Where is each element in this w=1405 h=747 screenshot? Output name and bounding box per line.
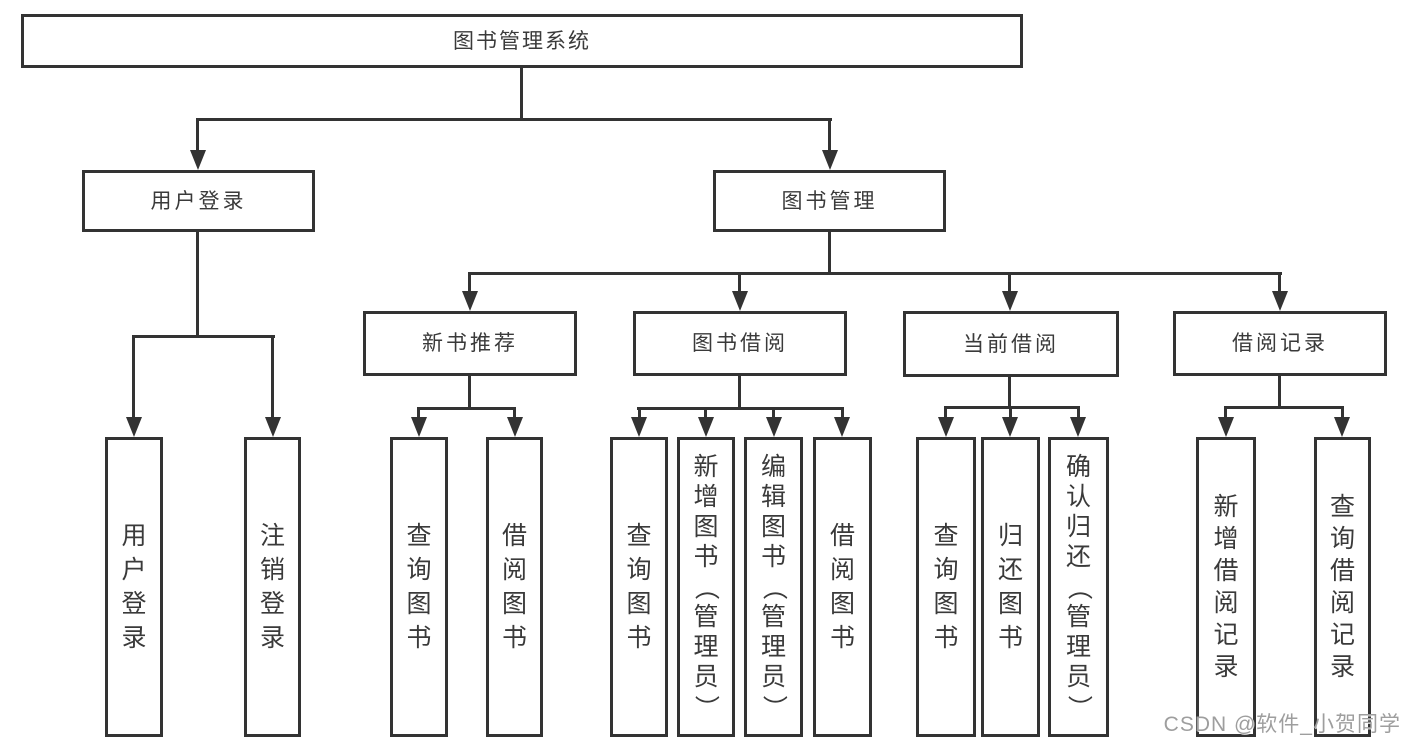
connector-vline <box>196 232 199 335</box>
connector-vline <box>417 407 420 420</box>
connector-vline <box>738 376 741 407</box>
connector-hline <box>132 335 275 338</box>
connector-vline <box>1008 377 1011 406</box>
arrow-down-icon <box>938 417 954 437</box>
connector-vline <box>1278 272 1281 294</box>
arrow-down-icon <box>1272 291 1288 311</box>
node-label: 用户登录 <box>150 189 247 213</box>
node-label: 借阅图书 <box>829 521 855 652</box>
leaf-add-borrow-record: 新增借阅记录 <box>1196 437 1256 737</box>
connector-vline <box>738 272 741 294</box>
node-label: 注销登录 <box>259 521 285 652</box>
arrow-down-icon <box>834 417 850 437</box>
node-label: 新增图书（管理员） <box>692 452 721 720</box>
node-label: 编辑图书（管理员） <box>759 452 788 720</box>
connector-vline <box>704 407 707 420</box>
arrow-down-icon <box>631 417 647 437</box>
connector-vline <box>944 406 947 420</box>
arrow-down-icon <box>190 150 206 170</box>
node-label: 图书管理系统 <box>453 29 591 53</box>
leaf-query-books-borrowing: 查询图书 <box>610 437 668 737</box>
connector-vline <box>513 407 516 420</box>
arrow-down-icon <box>1218 417 1234 437</box>
arrow-down-icon <box>1070 417 1086 437</box>
connector-vline <box>638 407 641 420</box>
arrow-down-icon <box>265 417 281 437</box>
node-library-management-system: 图书管理系统 <box>21 14 1023 68</box>
arrow-down-icon <box>822 150 838 170</box>
leaf-borrow-books-borrowing: 借阅图书 <box>813 437 872 737</box>
leaf-edit-books-admin: 编辑图书（管理员） <box>744 437 803 737</box>
connector-hline <box>417 407 516 410</box>
arrow-down-icon <box>411 417 427 437</box>
leaf-user-login: 用户登录 <box>105 437 163 737</box>
node-label: 借阅图书 <box>501 521 527 652</box>
connector-hline <box>196 118 832 121</box>
node-new-book-recommendation: 新书推荐 <box>363 311 577 376</box>
leaf-logout: 注销登录 <box>244 437 301 737</box>
leaf-confirm-return-admin: 确认归还（管理员） <box>1048 437 1109 737</box>
connector-vline <box>828 232 831 272</box>
connector-vline <box>841 407 844 420</box>
connector-hline <box>1224 406 1343 409</box>
connector-vline <box>1341 406 1344 420</box>
node-label: 确认归还（管理员） <box>1064 452 1093 720</box>
node-user-login: 用户登录 <box>82 170 315 232</box>
connector-vline <box>468 272 471 294</box>
leaf-query-books-current: 查询图书 <box>916 437 976 737</box>
connector-hline <box>637 407 843 410</box>
arrow-down-icon <box>507 417 523 437</box>
node-label: 查询图书 <box>406 521 432 652</box>
node-label: 查询图书 <box>626 521 652 652</box>
node-current-borrowing: 当前借阅 <box>903 311 1119 377</box>
node-borrowing-records: 借阅记录 <box>1173 311 1387 376</box>
connector-vline <box>196 118 199 152</box>
connector-vline <box>1009 406 1012 420</box>
csdn-watermark: CSDN @软件_小贺同学 <box>1163 713 1401 736</box>
node-label: 借阅记录 <box>1232 332 1328 355</box>
connector-vline <box>271 335 274 420</box>
leaf-query-books-recommend: 查询图书 <box>390 437 448 737</box>
leaf-borrow-books-recommend: 借阅图书 <box>486 437 543 737</box>
node-book-management: 图书管理 <box>713 170 946 232</box>
leaf-query-borrow-record: 查询借阅记录 <box>1314 437 1371 737</box>
arrow-down-icon <box>126 417 142 437</box>
node-label: 查询借阅记录 <box>1329 492 1355 681</box>
node-label: 图书借阅 <box>692 332 788 355</box>
connector-vline <box>520 68 523 118</box>
connector-vline <box>772 407 775 420</box>
connector-vline <box>468 376 471 407</box>
leaf-add-books-admin: 新增图书（管理员） <box>677 437 735 737</box>
connector-vline <box>1077 406 1080 420</box>
connector-vline <box>1224 406 1227 420</box>
node-label: 新增借阅记录 <box>1213 492 1239 681</box>
arrow-down-icon <box>766 417 782 437</box>
arrow-down-icon <box>698 417 714 437</box>
connector-vline <box>828 118 831 152</box>
node-book-borrowing: 图书借阅 <box>633 311 847 376</box>
connector-vline <box>1008 272 1011 294</box>
arrow-down-icon <box>1334 417 1350 437</box>
arrow-down-icon <box>732 291 748 311</box>
arrow-down-icon <box>1002 417 1018 437</box>
connector-vline <box>1278 376 1281 406</box>
arrow-down-icon <box>1002 291 1018 311</box>
node-label: 查询图书 <box>933 521 959 652</box>
leaf-return-books: 归还图书 <box>981 437 1040 737</box>
node-label: 当前借阅 <box>963 332 1059 356</box>
connector-hline <box>468 272 1282 275</box>
node-label: 图书管理 <box>781 189 878 213</box>
node-label: 新书推荐 <box>422 332 518 355</box>
arrow-down-icon <box>462 291 478 311</box>
node-label: 用户登录 <box>121 521 147 652</box>
connector-vline <box>132 335 135 420</box>
node-label: 归还图书 <box>997 521 1023 652</box>
